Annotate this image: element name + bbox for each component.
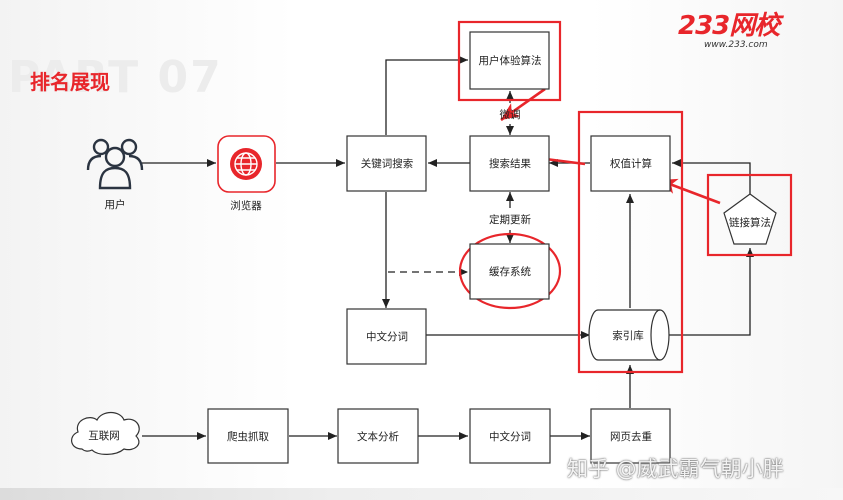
box-chinese-seg-top	[346, 308, 427, 365]
bottom-strip	[0, 488, 843, 500]
box-ux-algorithm	[469, 31, 550, 90]
box-search-results	[469, 135, 550, 192]
label-cache-system: 缓存系统	[489, 265, 531, 278]
brand-logo: 233网校 www.233.com	[678, 12, 808, 50]
label-user: 用户	[105, 198, 126, 211]
box-dedup	[590, 408, 671, 464]
index-cylinder	[588, 309, 670, 361]
box-text-analysis	[337, 408, 419, 464]
label-weight-calc: 权值计算	[610, 157, 652, 170]
box-weight-calc	[590, 135, 671, 192]
highlight-link	[706, 173, 793, 257]
pointer-ux	[500, 87, 546, 122]
highlights	[457, 20, 793, 374]
user-icon	[86, 138, 144, 190]
label-periodic-update: 定期更新	[489, 213, 531, 226]
box-keyword-search	[346, 135, 427, 192]
link-algorithm-pentagon	[723, 193, 777, 245]
highlight-cache	[458, 232, 562, 310]
label-search-results: 搜索结果	[489, 157, 531, 170]
highlight-ux	[457, 20, 562, 102]
label-keyword-search: 关键词搜索	[361, 157, 414, 170]
label-fine-tune: 微调	[500, 108, 521, 121]
label-chinese-seg-bottom: 中文分词	[489, 430, 531, 443]
edge-index-link	[668, 248, 754, 336]
label-link-algorithm: 链接算法	[729, 216, 771, 229]
label-text-analysis: 文本分析	[357, 430, 399, 443]
label-dedup: 网页去重	[610, 430, 652, 443]
label-index: 索引库	[612, 329, 644, 342]
section-title: 排名展现	[30, 70, 110, 94]
label-internet: 互联网	[88, 430, 120, 442]
internet-cloud	[71, 411, 140, 455]
label-ux-algorithm: 用户体验算法	[479, 54, 542, 67]
labels: 用户 浏览器 关键词搜索 用户体验算法 搜索结果 权值计算 链接算法 缓存系统 …	[88, 54, 771, 443]
highlight-weight-index	[577, 110, 684, 374]
label-crawler: 爬虫抓取	[227, 430, 269, 443]
brand-url: www.233.com	[704, 40, 768, 50]
browser-icon	[217, 135, 276, 193]
box-chinese-seg-bottom	[469, 408, 551, 464]
background-watermark: PART 07	[8, 52, 223, 103]
brand-logo-text: 233网校	[678, 11, 780, 41]
connectors	[142, 56, 754, 440]
zhihu-watermark: 知乎 @威武霸气朝小胖	[567, 457, 784, 481]
box-crawler	[207, 408, 289, 464]
label-chinese-seg-top: 中文分词	[366, 330, 408, 343]
label-browser: 浏览器	[230, 199, 262, 212]
edge-keyword-ux	[385, 56, 468, 135]
edge-link-weight	[672, 159, 751, 194]
boxes	[207, 31, 671, 464]
box-cache-system	[469, 243, 550, 300]
